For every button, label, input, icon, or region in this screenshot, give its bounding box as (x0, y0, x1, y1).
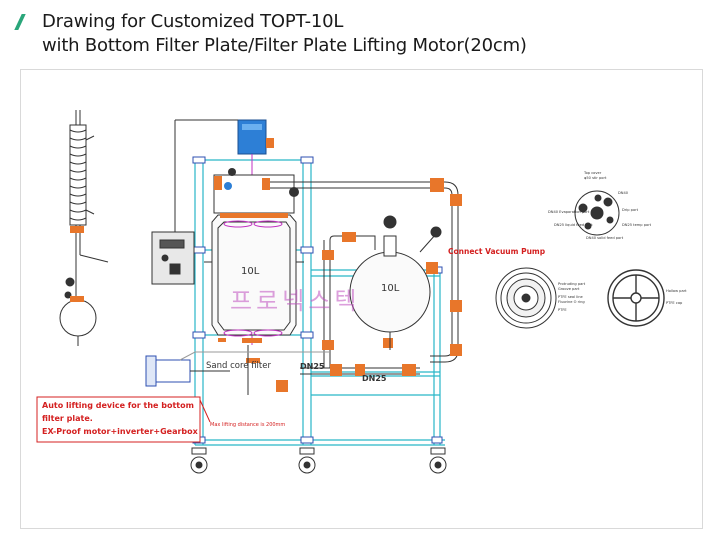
hollow-label-1: PTFE cap (666, 301, 683, 305)
filter-plate-detail (495, 267, 557, 329)
filter-plate-label-0: Protruding part (558, 282, 586, 286)
top-cover-port-5: DN40 (618, 191, 629, 195)
page-subtitle: with Bottom Filter Plate/Filter Plate Li… (42, 35, 527, 56)
sand-core-label: Sand core filter (206, 361, 271, 371)
condenser-flange (70, 296, 84, 302)
gauge-icon (224, 182, 232, 190)
reactor-volume-label: 10L (241, 266, 260, 277)
dn25-right: DN25 (362, 374, 387, 383)
valve-icon (289, 187, 299, 197)
caster-wheels (190, 447, 447, 474)
reflux-condenser (59, 110, 109, 346)
top-cover-port-3: DN25 temp port (622, 223, 652, 227)
dn25-left: DN25 (300, 362, 325, 371)
hollow-label-0: Hollow part (666, 289, 687, 293)
lift-note-box (36, 396, 201, 443)
top-cover-detail (574, 190, 620, 236)
top-cover-stir-port: φ50 stir port (584, 176, 607, 180)
pipe-flanges (276, 178, 462, 392)
hollow-cap-detail (607, 269, 665, 327)
top-cover-port-0: DN40 Evaporation port (548, 210, 590, 214)
top-cover-port-2: DN25 liquid feed port (554, 223, 593, 227)
condenser-flange (70, 226, 84, 233)
top-cover-port-4: DN40 solid feed port (586, 236, 624, 240)
filter-plate-label-3: Fluorine O ring (558, 300, 585, 304)
max-lift-note: Max lifting distance is 200mm (210, 422, 285, 428)
reactor-flanges (214, 176, 288, 363)
top-cover-title: Top cover (583, 171, 602, 175)
lift-note-line2: filter plate. (42, 414, 93, 423)
watermark: 프로넥스텍 (230, 287, 360, 315)
receiver-flask (349, 215, 442, 350)
receiver-volume-label: 10L (381, 283, 400, 294)
lift-note-line1: Auto lifting device for the bottom (42, 401, 194, 410)
page-title: Drawing for Customized TOPT-10L (42, 11, 344, 32)
filter-plate-label-4: PTFE (558, 308, 567, 312)
top-cover-port-1: Drip port (622, 208, 639, 212)
filter-plate-label-2: PTFE seal line (558, 295, 584, 299)
valve-icon (228, 168, 236, 176)
lifting-motor (145, 351, 330, 387)
vacuum-label: Connect Vacuum Pump (448, 247, 546, 256)
lift-note-line3: EX-Proof motor+inverter+Gearbox (42, 427, 199, 436)
filter-plate-label-1: Groove part (558, 287, 580, 291)
control-box (151, 231, 195, 285)
lift-arrow (199, 399, 211, 423)
